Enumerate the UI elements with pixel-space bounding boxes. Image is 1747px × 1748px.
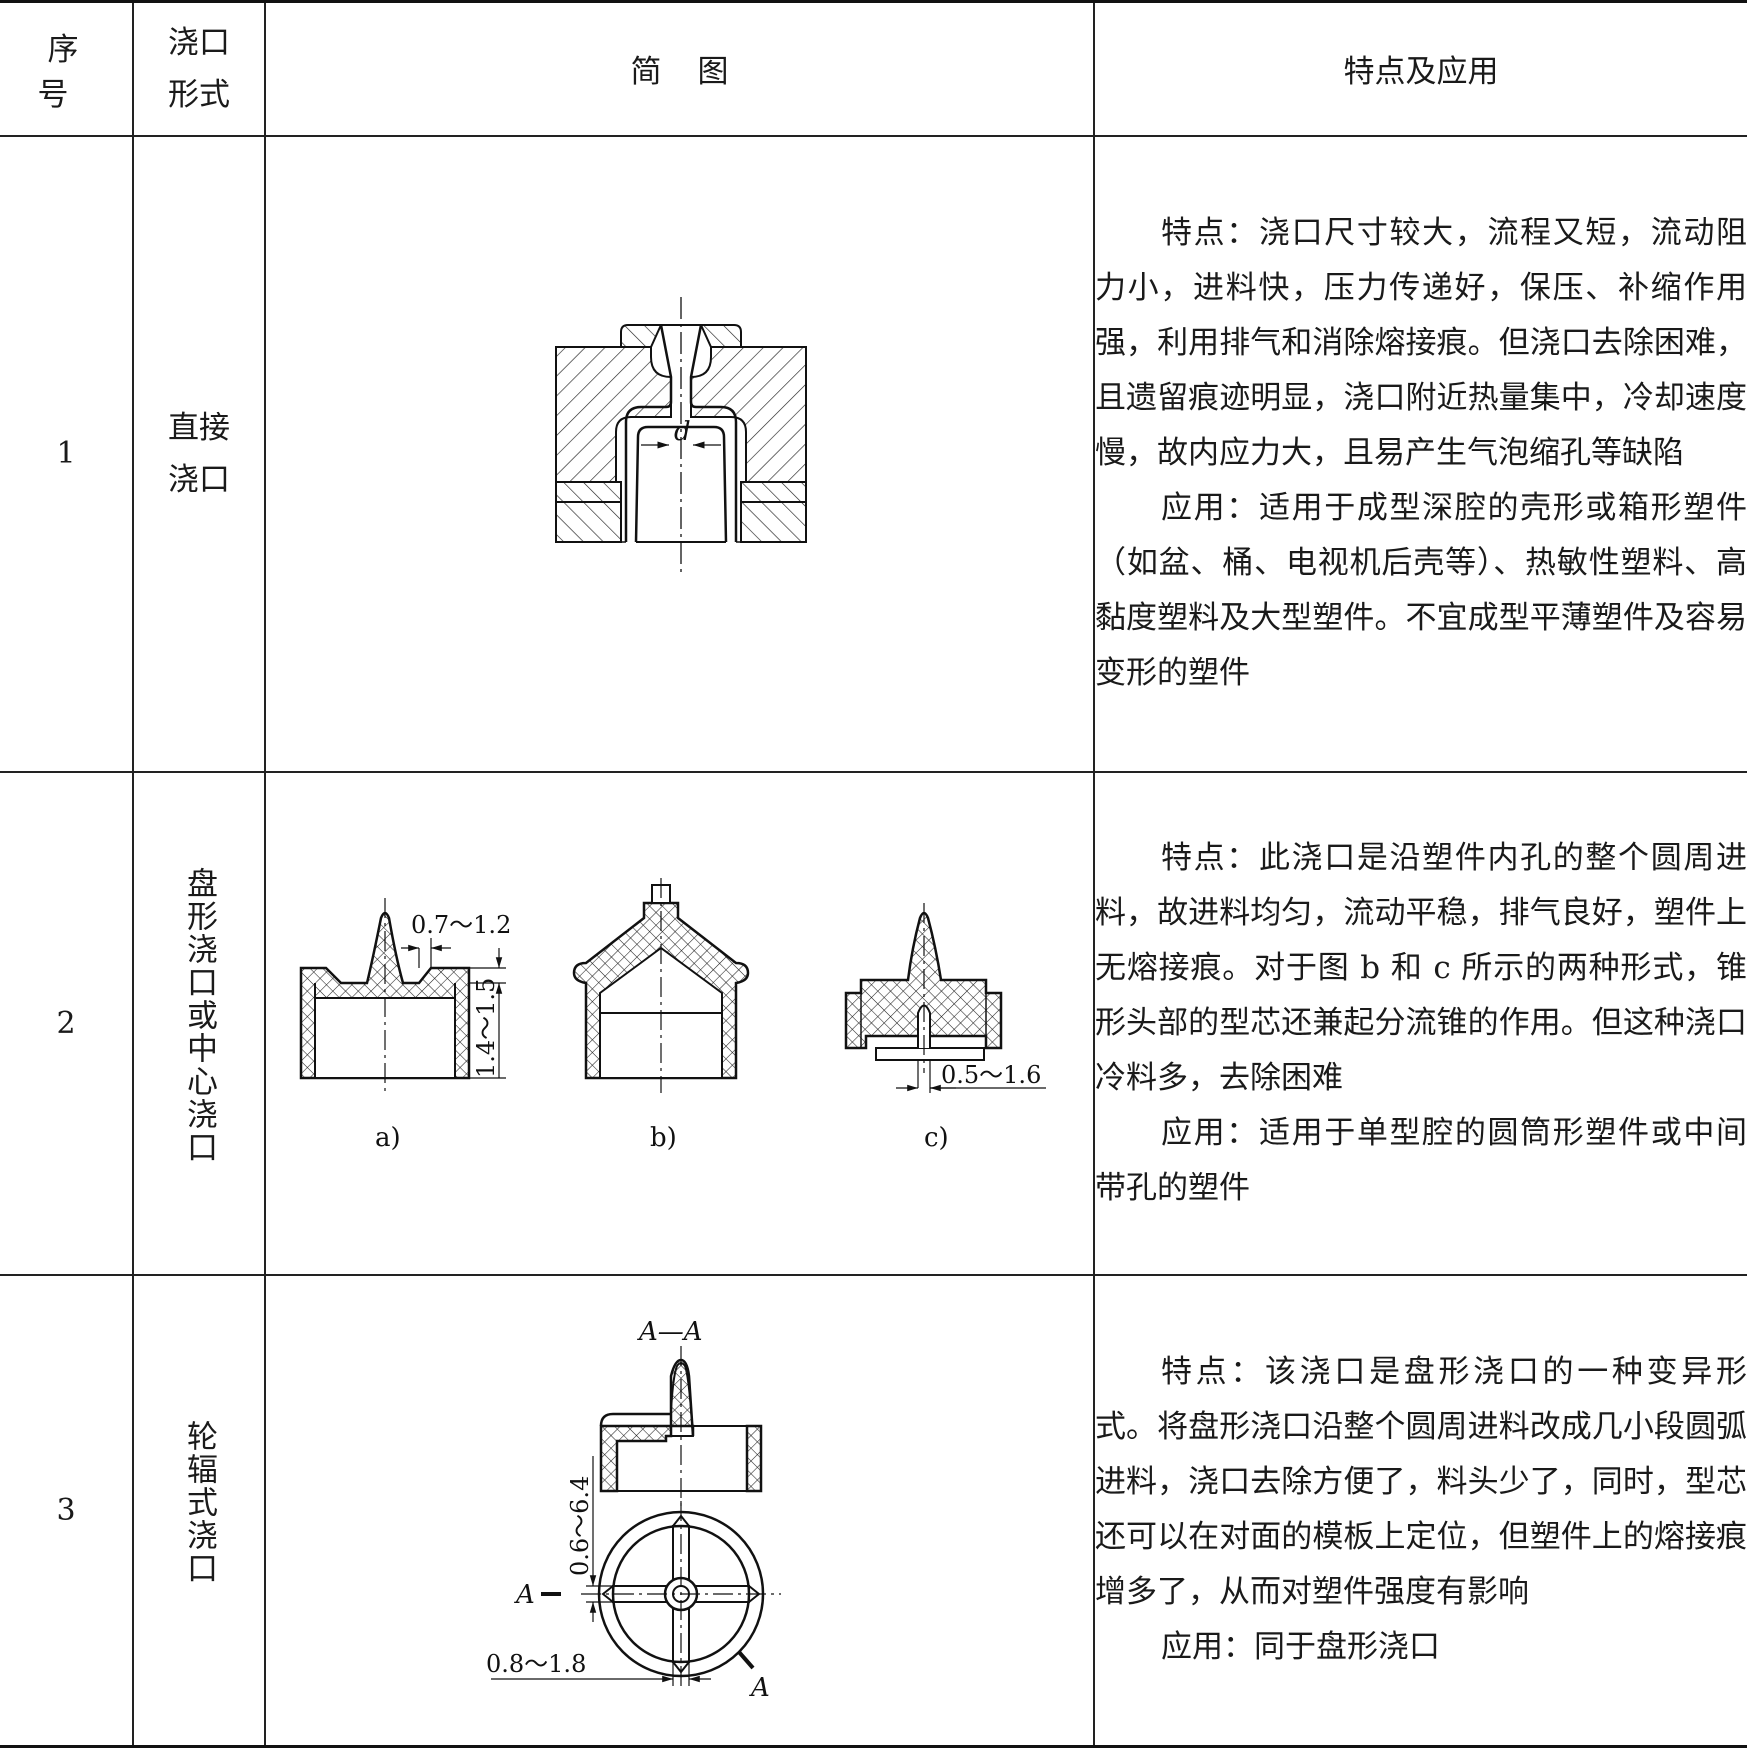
header-figure-label: 简图	[630, 54, 765, 91]
row3-form-label: 轮辐式浇口	[181, 1419, 217, 1585]
disk-gate-a: 0.7～1.2 1.4～1.5 a)	[299, 897, 511, 1153]
row1-figure: d	[264, 134, 1095, 773]
header-figure: 简图	[264, 0, 1095, 137]
header-form: 浇口 形式	[132, 0, 266, 137]
dim-vertical-label: 0.6～6.4	[566, 1475, 594, 1575]
row2-seq: 2	[0, 770, 134, 1276]
dim-horizontal-label: 0.8～1.8	[486, 1650, 586, 1678]
row2-figure: 0.7～1.2 1.4～1.5 a) b)	[264, 770, 1095, 1276]
row1-application-text: 应用：适用于成型深腔的壳形或箱形塑件（如盆、桶、电视机后壳等）、热敏性塑料、高黏…	[1095, 490, 1747, 691]
header-form-line2: 形式	[168, 76, 230, 113]
row1-description: 特点：浇口尺寸较大，流程又短，流动阻力小，进料快，压力传递好，保压、补缩作用强，…	[1093, 134, 1747, 773]
direct-gate-diagram: d	[555, 296, 807, 572]
header-seq-label: 序号	[37, 31, 105, 113]
section-mark-left: A	[514, 1580, 535, 1610]
table-header-row: 序号 浇口 形式 简图 特点及应用	[0, 0, 1747, 137]
header-form-line1: 浇口	[168, 24, 230, 61]
dim-c-label: 0.5～1.6	[941, 1061, 1041, 1089]
table-row: 2 盘形浇口或中心浇口 0.7～1.2	[0, 770, 1747, 1276]
row1-feature-text: 特点：浇口尺寸较大，流程又短，流动阻力小，进料快，压力传递好，保压、补缩作用强，…	[1095, 215, 1747, 471]
row3-figure: A—A	[264, 1273, 1095, 1748]
row2-form: 盘形浇口或中心浇口	[132, 770, 266, 1276]
row2-application-text: 应用：适用于单型腔的圆筒形塑件或中间带孔的塑件	[1095, 1114, 1747, 1206]
dim-d-label: d	[674, 417, 691, 447]
row1-form-line2: 浇口	[168, 461, 230, 498]
row1-seq: 1	[0, 134, 134, 773]
row3-feature-text: 特点：该浇口是盘形浇口的一种变异形式。将盘形浇口沿整个圆周进料改成几小段圆弧进料…	[1095, 1354, 1747, 1610]
disk-gate-c: 0.5～1.6 c)	[844, 902, 1046, 1153]
row2-form-label: 盘形浇口或中心浇口	[181, 866, 217, 1164]
row2-description: 特点：此浇口是沿塑件内孔的整个圆周进料，故进料均匀，流动平稳，排气良好，塑件上无…	[1093, 770, 1747, 1276]
caption-b: b)	[650, 1123, 677, 1153]
section-label: A—A	[637, 1317, 703, 1347]
header-seq: 序号	[0, 0, 134, 137]
disk-gate-b: b)	[572, 877, 750, 1153]
spoke-gate-diagram: A—A	[486, 1317, 781, 1703]
row3-seq: 3	[0, 1273, 134, 1748]
row1-form: 直接 浇口	[132, 134, 266, 773]
row3-form: 轮辐式浇口	[132, 1273, 266, 1748]
header-features: 特点及应用	[1093, 0, 1747, 137]
section-mark-right: A	[749, 1673, 770, 1703]
table-row: 3 轮辐式浇口 A—A	[0, 1273, 1747, 1748]
row3-application-text: 应用：同于盘形浇口	[1161, 1629, 1440, 1665]
row2-feature-text: 特点：此浇口是沿塑件内孔的整个圆周进料，故进料均匀，流动平稳，排气良好，塑件上无…	[1095, 839, 1747, 1096]
header-features-label: 特点及应用	[1343, 54, 1499, 91]
table-row: 1 直接 浇口	[0, 134, 1747, 773]
caption-a: a)	[375, 1123, 401, 1153]
dim-a-top-label: 0.7～1.2	[411, 911, 511, 939]
disk-gate-diagrams: 0.7～1.2 1.4～1.5 a) b)	[299, 877, 1046, 1153]
row1-form-line1: 直接	[168, 409, 230, 446]
caption-c: c)	[924, 1123, 949, 1153]
row3-description: 特点：该浇口是盘形浇口的一种变异形式。将盘形浇口沿整个圆周进料改成几小段圆弧进料…	[1093, 1273, 1747, 1748]
dim-a-side-label: 1.4～1.5	[472, 977, 500, 1077]
